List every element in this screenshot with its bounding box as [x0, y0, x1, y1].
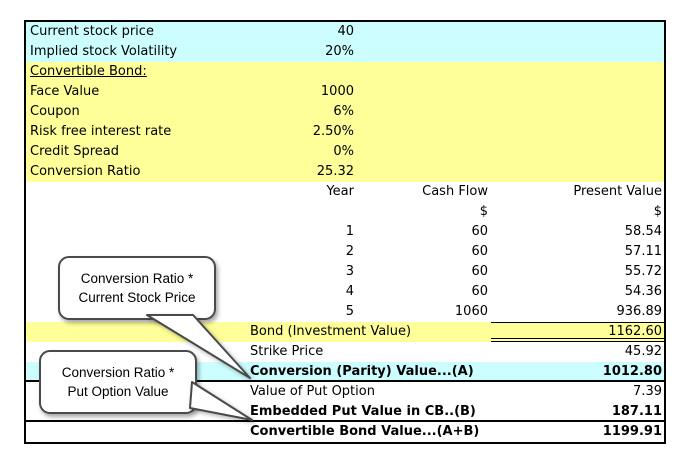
cell[interactable]: 1012.80 — [602, 364, 662, 379]
cell[interactable]: 7.39 — [633, 384, 662, 399]
table-row: Face Value 1000 — [26, 82, 664, 102]
table-row: Convertible Bond: — [26, 62, 664, 82]
table-row: Current stock price 40 — [26, 22, 664, 42]
callout-conversion-parity-value[interactable]: Conversion Ratio * Current Stock Price — [58, 256, 216, 320]
callout-text-line: Conversion Ratio * — [80, 271, 194, 286]
cell[interactable]: Credit Spread — [30, 144, 120, 159]
cell[interactable]: 55.72 — [624, 264, 662, 279]
cell[interactable]: Value of Put Option — [250, 384, 375, 399]
cell[interactable]: Risk free interest rate — [30, 124, 172, 139]
table-row: 5 1060 936.89 — [26, 302, 664, 322]
cell[interactable]: 6% — [333, 104, 354, 119]
table-row: Implied stock Volatility 20% — [26, 42, 664, 62]
cell[interactable]: Face Value — [30, 84, 100, 99]
cell[interactable]: 1162.60 — [608, 324, 662, 339]
cell[interactable]: 1199.91 — [602, 424, 662, 439]
cell[interactable]: Year — [326, 184, 354, 199]
table-row: 4 60 54.36 — [26, 282, 664, 302]
cell[interactable]: Convertible Bond Value...(A+B) — [250, 424, 480, 439]
cell[interactable]: Cash Flow — [422, 184, 488, 199]
table-row: Coupon 6% — [26, 102, 664, 122]
cell[interactable]: 2 — [345, 244, 354, 259]
table-row: Risk free interest rate 2.50% — [26, 122, 664, 142]
cell[interactable]: 187.11 — [611, 404, 662, 419]
cell[interactable]: 936.89 — [616, 304, 663, 319]
cell[interactable]: Strike Price — [250, 344, 324, 359]
cell[interactable]: Bond (Investment Value) — [250, 324, 412, 339]
callout-text-line: Put Option Value — [67, 384, 169, 399]
cell[interactable]: 60 — [471, 284, 488, 299]
table-row: Conversion Ratio 25.32 — [26, 162, 664, 182]
cell[interactable]: 58.54 — [624, 224, 662, 239]
table-row: Value of Put Option 7.39 — [26, 382, 664, 402]
table-row: Strike Price 45.92 — [26, 342, 664, 362]
cell[interactable]: 1060 — [454, 304, 488, 319]
callout-embedded-put-value[interactable]: Conversion Ratio * Put Option Value — [39, 350, 197, 414]
cell[interactable]: Embedded Put Value in CB..(B) — [250, 404, 476, 419]
cell[interactable]: 45.92 — [624, 344, 662, 359]
cell[interactable]: 2.50% — [312, 124, 354, 139]
cell[interactable]: 60 — [471, 264, 488, 279]
cell[interactable]: $ — [479, 204, 488, 219]
cell[interactable]: 54.36 — [624, 284, 662, 299]
table-row: Year Cash Flow Present Value — [26, 182, 664, 202]
table-row: $$ — [26, 202, 664, 222]
cell[interactable]: Conversion (Parity) Value...(A) — [250, 364, 474, 379]
cell[interactable]: Present Value — [573, 184, 662, 199]
cell[interactable]: 1000 — [320, 84, 354, 99]
callout-text-line: Conversion Ratio * — [61, 365, 175, 380]
cell[interactable]: Current stock price — [30, 24, 154, 39]
cell[interactable]: 5 — [345, 304, 354, 319]
cell[interactable]: 3 — [345, 264, 354, 279]
table-row: Embedded Put Value in CB..(B) 187.11 — [26, 402, 664, 422]
cell[interactable]: Implied stock Volatility — [30, 44, 178, 59]
total-cell-border — [491, 322, 664, 342]
cell[interactable]: 60 — [471, 244, 488, 259]
table-row: Credit Spread 0% — [26, 142, 664, 162]
cell[interactable]: 0% — [333, 144, 354, 159]
cell[interactable]: Convertible Bond: — [30, 64, 147, 79]
cell[interactable]: Coupon — [30, 104, 80, 119]
table-row: Convertible Bond Value...(A+B) 1199.91 — [26, 422, 664, 442]
cell[interactable]: 25.32 — [316, 164, 354, 179]
cell[interactable]: 1 — [345, 224, 354, 239]
cell[interactable]: 60 — [471, 224, 488, 239]
table-row: 1 60 58.54 — [26, 222, 664, 242]
table-row: Bond (Investment Value) 1162.60 — [26, 322, 664, 342]
cell[interactable]: 40 — [337, 24, 354, 39]
cell[interactable]: $ — [653, 204, 662, 219]
cell[interactable]: 20% — [325, 44, 354, 59]
cell[interactable]: 57.11 — [624, 244, 662, 259]
table-row: 3 60 55.72 — [26, 262, 664, 282]
cell[interactable]: Conversion Ratio — [30, 164, 141, 179]
cell[interactable]: 4 — [345, 284, 354, 299]
callout-text-line: Current Stock Price — [78, 290, 196, 305]
table-row: 2 60 57.11 — [26, 242, 664, 262]
